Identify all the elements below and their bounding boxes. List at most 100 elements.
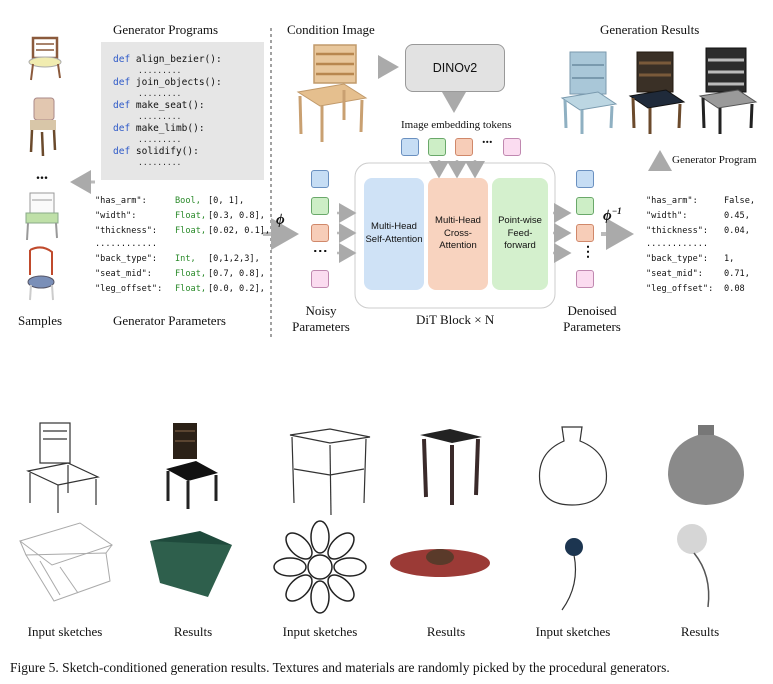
embedding-token xyxy=(401,138,419,156)
flower-result xyxy=(390,549,490,577)
output-param-value: 0.71, xyxy=(724,269,750,279)
input-sketches-label-1: Input sketches xyxy=(27,624,103,639)
dit-block-label: DiT Block × N xyxy=(416,312,495,327)
generator-parameters-list: "has_arm": Bool, [0, 1], "width": Float,… xyxy=(95,196,270,306)
param-type: Int, xyxy=(175,254,196,264)
output-param-value: 0.08 xyxy=(724,284,745,294)
denoised-parameters-label: Denoised Parameters xyxy=(563,303,621,334)
sample-chair-3 xyxy=(25,192,59,241)
generator-parameters-label: Generator Parameters xyxy=(113,313,226,328)
pointwise-feedforward-block: Point-wise Feed-forward xyxy=(492,178,548,290)
basket-result xyxy=(150,531,232,597)
generator-program-label: Generator Program xyxy=(672,154,757,166)
chair-sketch xyxy=(26,422,100,513)
param-row: "leg_offset": xyxy=(95,284,163,294)
code-line-1: def align_bezier(): xyxy=(113,54,222,65)
output-parameters-list: "has_arm": False, "width": 0.45, "thickn… xyxy=(646,196,771,306)
param-type: Float, xyxy=(175,211,207,221)
code-dots-4: ......... xyxy=(138,135,182,144)
input-sketches-label-2: Input sketches xyxy=(282,624,358,639)
noisy-param-token xyxy=(311,224,329,242)
embedding-token xyxy=(428,138,446,156)
flower-sketch xyxy=(273,520,367,614)
param-range: [0.02, 0.1], xyxy=(208,226,271,236)
param-type: Bool, xyxy=(175,196,201,206)
param-ellipsis: ............ xyxy=(95,239,158,249)
noisy-param-ellipsis: ⋮ xyxy=(312,244,327,258)
denoised-param-token xyxy=(576,270,594,288)
output-param-value: 0.04, xyxy=(724,226,750,236)
output-param-name: "has_arm": xyxy=(646,196,698,206)
code-dots-1: ......... xyxy=(138,66,182,75)
denoised-param-token xyxy=(576,170,594,188)
param-range: [0, 1], xyxy=(208,196,245,206)
embedding-token xyxy=(503,138,521,156)
noisy-param-token xyxy=(311,270,329,288)
param-range: [0,1,2,3], xyxy=(208,254,260,264)
sketch-results-graphics xyxy=(18,422,744,614)
denoised-param-token xyxy=(576,224,594,242)
param-range: [0.7, 0.8], xyxy=(208,269,265,279)
generation-results-title: Generation Results xyxy=(600,22,700,37)
output-param-value: 1, xyxy=(724,254,735,264)
noisy-parameters-label: Noisy Parameters xyxy=(292,303,350,334)
code-dots-2: ......... xyxy=(138,89,182,98)
param-row: "thickness": xyxy=(95,226,158,236)
output-param-name: "width": xyxy=(646,211,688,221)
result-chair-dark xyxy=(628,51,686,134)
sample-chair-1 xyxy=(28,36,62,81)
results-label-2: Results xyxy=(426,624,466,639)
figure-caption: Figure 5. Sketch-conditioned generation … xyxy=(10,660,670,675)
image-embedding-tokens-label: Image embedding tokens xyxy=(401,119,512,131)
code-line-2: def join_objects(): xyxy=(113,77,222,88)
multi-head-self-attention-block: Multi-Head Self-Attention xyxy=(364,178,424,290)
results-label-3: Results xyxy=(680,624,720,639)
generator-programs-title: Generator Programs xyxy=(113,22,219,37)
denoised-param-token xyxy=(576,197,594,215)
basket-sketch xyxy=(18,522,114,602)
vase-sketch xyxy=(538,426,608,506)
sample-chair-4 xyxy=(27,246,55,301)
output-param-name: "back_type": xyxy=(646,254,709,264)
param-type: Float, xyxy=(175,226,207,236)
param-range: [0.0, 0.2], xyxy=(208,284,265,294)
chair-result xyxy=(166,423,218,509)
param-row: "seat_mid": xyxy=(95,269,152,279)
output-param-value: False, xyxy=(724,196,756,206)
param-range: [0.3, 0.8], xyxy=(208,211,265,221)
embedding-token xyxy=(455,138,473,156)
condition-image-title: Condition Image xyxy=(287,22,375,37)
noisy-param-token xyxy=(311,197,329,215)
dandelion-sketch xyxy=(561,538,583,611)
param-row: "width": xyxy=(95,211,137,221)
param-type: Float, xyxy=(175,284,207,294)
sample-chair-2 xyxy=(29,97,57,157)
result-chair-grey xyxy=(698,47,758,134)
code-line-5: def solidify(): xyxy=(113,146,199,157)
denoised-param-ellipsis: ⋮ xyxy=(581,245,595,260)
code-line-3: def make_seat(): xyxy=(113,100,205,111)
output-param-name: "seat_mid": xyxy=(646,269,703,279)
results-label-1: Results xyxy=(173,624,213,639)
samples-ellipsis: ... xyxy=(36,166,48,183)
phi-symbol: ϕ xyxy=(276,212,285,228)
vase-result xyxy=(668,425,744,505)
dinov2-box: DINOv2 xyxy=(405,44,505,92)
param-row: "has_arm": xyxy=(95,196,147,206)
output-param-value: 0.45, xyxy=(724,211,750,221)
output-param-name: "thickness": xyxy=(646,226,709,236)
output-param-ellipsis: ............ xyxy=(646,239,709,249)
dandelion-result xyxy=(677,524,710,608)
input-sketches-label-3: Input sketches xyxy=(535,624,611,639)
param-type: Float, xyxy=(175,269,207,279)
noisy-param-token xyxy=(311,170,329,188)
code-dots-3: ......... xyxy=(138,112,182,121)
condition-chair-image xyxy=(296,44,368,142)
generator-code-box: def align_bezier(): ......... def join_o… xyxy=(101,42,264,180)
token-ellipsis: ... xyxy=(482,132,493,147)
param-row: "back_type": xyxy=(95,254,158,264)
code-dots-5: ......... xyxy=(138,158,182,167)
code-line-4: def make_limb(): xyxy=(113,123,205,134)
phi-inverse-symbol: ϕ−1 xyxy=(603,206,622,224)
samples-label: Samples xyxy=(18,313,63,328)
